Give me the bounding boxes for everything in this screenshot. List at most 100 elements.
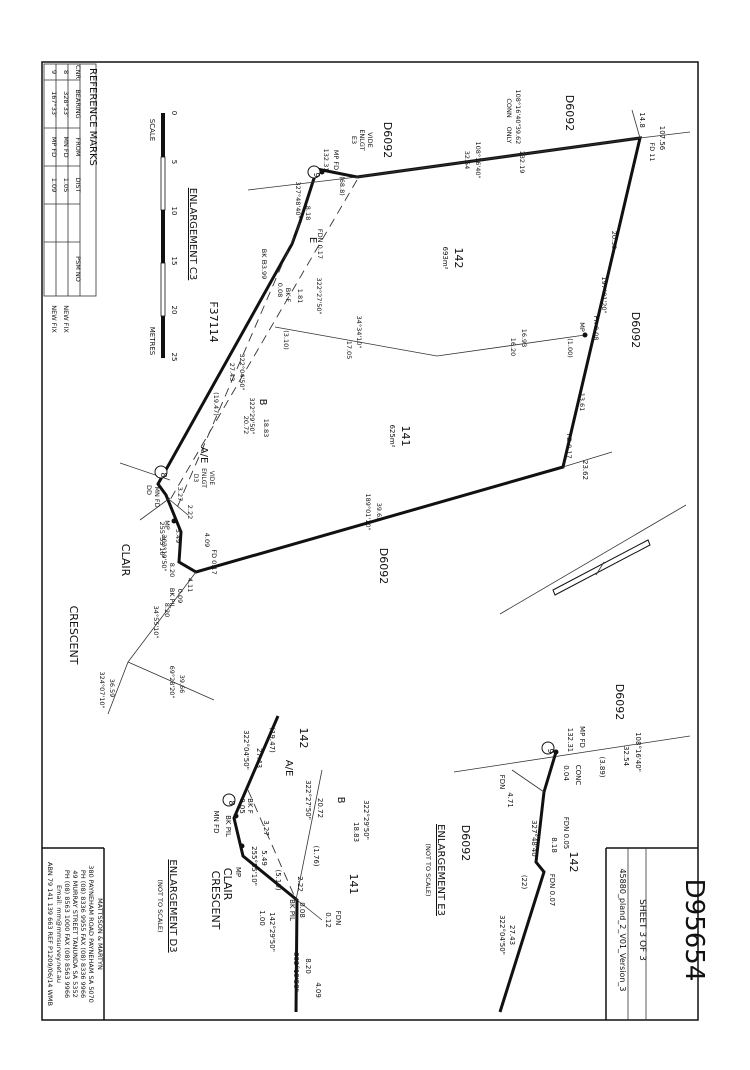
vide-d3-2: ENLGT bbox=[200, 468, 207, 488]
ref-row-1-dist: 1.05 bbox=[62, 178, 70, 192]
mp-label: MP bbox=[163, 520, 171, 530]
main-plan: 9 8 142 693m² 141 625m² D6092 D6092 D609… bbox=[67, 90, 691, 715]
d3-dim-18-83: 18.83 bbox=[352, 822, 360, 842]
parcel-141-id: 141 bbox=[399, 426, 412, 447]
road-name-1: CLAIR bbox=[119, 544, 132, 577]
dim-68-8: (68.8) bbox=[338, 176, 346, 196]
bearing-327-48: 327°48'40" bbox=[294, 182, 302, 219]
e3-parcel-142: 142 bbox=[567, 852, 580, 873]
scale-title: SCALE bbox=[148, 119, 156, 141]
scale-tick-0: 0 bbox=[170, 111, 178, 115]
e3-title: ENLARGEMENT E3 bbox=[435, 824, 446, 916]
dim-4-11: 4.11 bbox=[186, 578, 194, 592]
dim-1-00: (1.00) bbox=[566, 338, 574, 358]
mid-dist: 16.93 bbox=[520, 329, 528, 348]
dim-3-27: 3.27 bbox=[176, 487, 184, 501]
scale-bar: SCALE 0 5 10 15 20 25 METRES bbox=[148, 111, 178, 362]
dim-132-31: 132.31 bbox=[322, 149, 330, 172]
scale-tick-10: 10 bbox=[170, 207, 178, 216]
bearing-322-27: 322°27'50" bbox=[315, 278, 323, 315]
scale-tick-15: 15 bbox=[170, 257, 178, 266]
mid-dist-2: 16.20 bbox=[509, 338, 517, 357]
d3-bearing-322-27: 322°27'50" bbox=[304, 780, 312, 820]
neighbour-d6092-bottom: D6092 bbox=[377, 548, 390, 584]
vide-e3-2: ENLGT bbox=[358, 129, 366, 150]
d3-road-1: CLAIR bbox=[221, 868, 234, 901]
d3-bkf: BK F bbox=[246, 798, 254, 814]
neighbour-d6092-right: D6092 bbox=[629, 312, 642, 348]
top-bearing: 108°16'40" bbox=[474, 142, 482, 179]
easement-letter-ae: A/E bbox=[198, 447, 209, 464]
e3-dim-8-18: 8.18 bbox=[550, 837, 558, 853]
d3-dim-0-12: 0.12 bbox=[324, 912, 332, 928]
bk-pil-label: BK PIL bbox=[168, 588, 176, 609]
d3-dim-1-00: 1.00 bbox=[258, 910, 266, 926]
top-dist-total: 132.19 bbox=[518, 151, 526, 174]
ref-row-2-cnr: 9 bbox=[50, 70, 58, 74]
firm-line-2: 380 PAYNEHAM ROAD PAYNEHAM SA 5070 bbox=[87, 865, 95, 1003]
bottom-bearing: 189°01'10" bbox=[364, 494, 372, 531]
ref-header-cnr: CNR bbox=[74, 65, 82, 79]
vide-e3-1: VIDE bbox=[366, 132, 374, 147]
d3-bearing-322-04: 322°04'50" bbox=[242, 730, 250, 770]
d3-mn-fd: MN FD bbox=[212, 811, 220, 834]
neighbour-d6092-top-left: D6092 bbox=[381, 122, 394, 158]
mn-fd-label: MN FD bbox=[153, 486, 161, 507]
e3-corner-9: 9 bbox=[546, 748, 555, 753]
bearing-69: 69°28'20" bbox=[168, 666, 176, 699]
ref-row-1-from: MN FD bbox=[62, 136, 70, 157]
reference-marks-table: REFERENCE MARKS CNR BEARING FROM DIST PS… bbox=[43, 63, 98, 333]
sheet-border bbox=[41, 61, 699, 1021]
divider-142-141 bbox=[274, 326, 438, 357]
ref-row-1-note: NEW FIX bbox=[62, 305, 70, 333]
e3-mp-fd: MP FD bbox=[578, 726, 586, 748]
dim-1-81: 1.81 bbox=[296, 289, 304, 303]
dim-107-56: 107.56 bbox=[658, 126, 666, 151]
plan-number: D95654 bbox=[679, 879, 709, 982]
mid-dist-left: 17.05 bbox=[345, 341, 353, 360]
d3-bk-pil: BK PIL bbox=[224, 815, 232, 837]
d3-dim-1-76: (1.76) bbox=[312, 845, 320, 866]
e3-dim-27-43: 27.43 bbox=[508, 925, 516, 945]
ref-row-2-from: MP FD bbox=[50, 137, 58, 157]
e3-dim-22: (22) bbox=[520, 875, 528, 890]
e3-dim-0-04: 0.04 bbox=[562, 765, 570, 781]
e3-d6092-top: D6092 bbox=[613, 684, 626, 720]
right-dim-20-33: 20.33 bbox=[610, 231, 618, 250]
ref-row-2-bearing: 167°33' bbox=[50, 91, 58, 117]
top-dist: 32.54 bbox=[463, 151, 471, 170]
e3-subtitle: (NOT TO SCALE) bbox=[424, 843, 432, 896]
vide-d3-3: D3 bbox=[192, 474, 199, 483]
road-name-2: CRESCENT bbox=[67, 606, 80, 665]
d3-dim-5-10: (5.10) bbox=[274, 869, 282, 890]
dim-14-8: 14.8 bbox=[638, 112, 646, 128]
fr-008: FR 0.08 bbox=[592, 316, 600, 341]
ref-row-2-note: NEW FIX bbox=[50, 305, 58, 333]
e3-bearing-322: 322°04'50" bbox=[498, 915, 506, 955]
d3-b: B bbox=[335, 797, 346, 804]
d3-dim-8-20: 8.20 bbox=[304, 958, 312, 974]
easement-letter-b: B bbox=[257, 399, 268, 406]
d3-bearing-255: 255°55'10" bbox=[250, 846, 258, 886]
dim-8-18: 8.18 bbox=[304, 206, 312, 220]
fdn-017: FDN 0.17 bbox=[316, 229, 324, 259]
d3-title: ENLARGEMENT D3 bbox=[167, 859, 178, 952]
file-version: 45880_pland_2_V01_Version_3 bbox=[618, 868, 627, 991]
left-bearing: 322°04'50" bbox=[238, 354, 246, 391]
scale-tick-5: 5 bbox=[170, 160, 178, 164]
neighbour-f37114: F37114 bbox=[207, 301, 220, 342]
bk-f-008: 0.08 bbox=[276, 283, 284, 297]
e3-dim-3-89: (3.89) bbox=[598, 756, 606, 777]
dim-23-62: 23.62 bbox=[581, 460, 589, 480]
d3-dim-3-27: 3.27 bbox=[262, 820, 270, 836]
right-dim-13-61: 13.61 bbox=[578, 393, 586, 412]
neighbour-d6092-top-right: D6092 bbox=[563, 95, 576, 131]
fd-017-bottom: FD 0.17 bbox=[210, 549, 218, 574]
firm-line-3: PH (08) 8336 9955 FAX (08) 8336 9966 bbox=[79, 870, 87, 998]
d3-bearing-322-29: 322°29'50" bbox=[362, 800, 370, 840]
d3-ae: A/E bbox=[283, 760, 294, 777]
fd-11-label: FD 11 bbox=[648, 142, 656, 161]
parcel-boundary bbox=[156, 136, 642, 574]
mp-fd-top: MP FD bbox=[332, 150, 340, 170]
